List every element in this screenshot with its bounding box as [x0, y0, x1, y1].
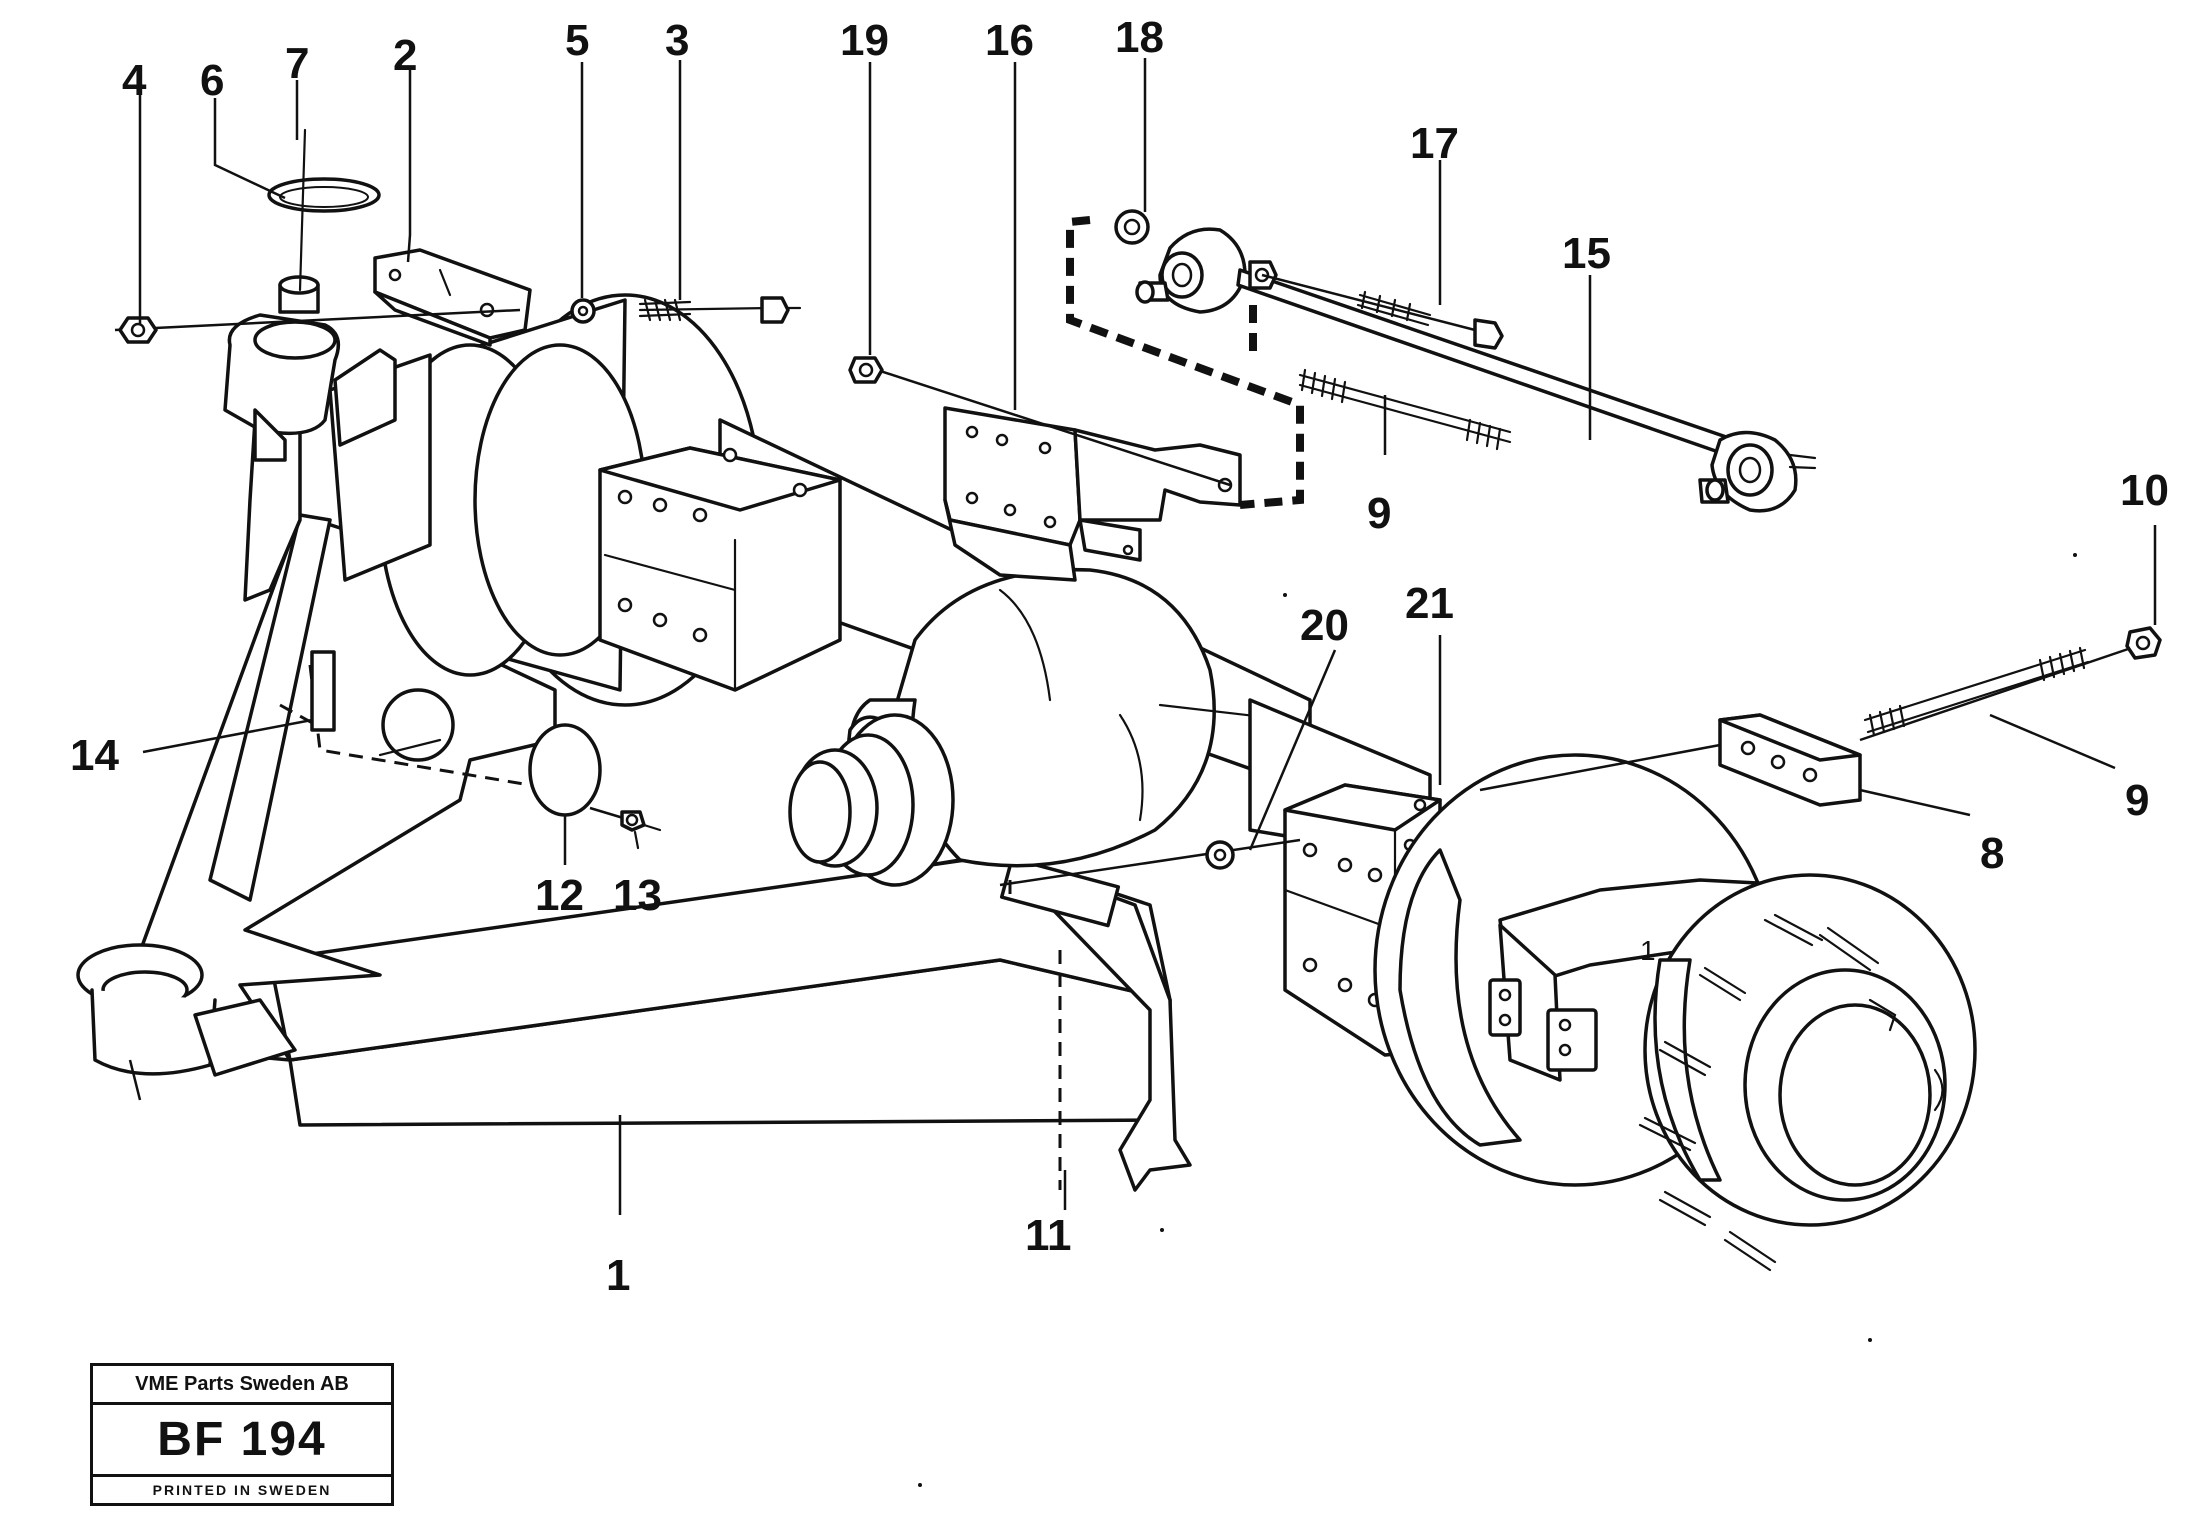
callout-19: 19 [840, 16, 889, 65]
callout-9-upper: 9 [1367, 489, 1391, 538]
callout-7: 7 [285, 39, 309, 88]
callout-3: 3 [665, 16, 689, 65]
callout-17: 17 [1410, 119, 1459, 168]
title-block: VME Parts Sweden AB BF 194 PRINTED IN SW… [90, 1363, 394, 1506]
callout-12: 12 [535, 871, 584, 920]
diagram-code: BF 194 [157, 1413, 327, 1466]
right-bolt-line-8-9-10 [1479, 626, 2162, 807]
callout-1: 1 [606, 1251, 630, 1300]
circlip-part-7 [267, 177, 381, 213]
wheel-studs [1638, 913, 1880, 1272]
callout-20: 20 [1300, 601, 1349, 650]
tie-rod-part-15 [1066, 209, 1817, 513]
callout-8: 8 [1980, 829, 2004, 878]
callout-16: 16 [985, 16, 1034, 65]
right-wheel-hub: 1 [1283, 753, 1977, 1272]
axle-housing [328, 293, 1432, 887]
callout-10: 10 [2120, 466, 2169, 515]
bracket-part-16 [943, 406, 1242, 582]
callout-4: 4 [122, 56, 147, 105]
printed-note: PRINTED IN SWEDEN [93, 1474, 391, 1503]
leader-lines [128, 58, 2157, 1215]
callout-14: 14 [70, 731, 119, 780]
cover-part-12 [528, 723, 662, 850]
callout-6: 6 [200, 56, 224, 105]
callout-5: 5 [565, 16, 589, 65]
callout-18: 18 [1115, 13, 1164, 62]
callout-15: 15 [1562, 229, 1611, 278]
callout-13: 13 [613, 871, 662, 920]
bracket-part-2 [373, 248, 532, 347]
callout-9-right: 9 [2125, 776, 2149, 825]
callout-labels: 1 2 3 4 5 6 7 8 9 9 10 11 12 13 14 15 16… [70, 13, 2169, 1300]
svg-text:1: 1 [1640, 935, 1656, 966]
callout-11: 11 [1025, 1211, 1072, 1260]
bolt-assembly-3-4-5 [114, 296, 802, 344]
callout-21: 21 [1405, 579, 1454, 628]
company-name: VME Parts Sweden AB [93, 1366, 391, 1405]
washer-part-19 [848, 356, 1231, 487]
callout-2: 2 [393, 31, 417, 80]
